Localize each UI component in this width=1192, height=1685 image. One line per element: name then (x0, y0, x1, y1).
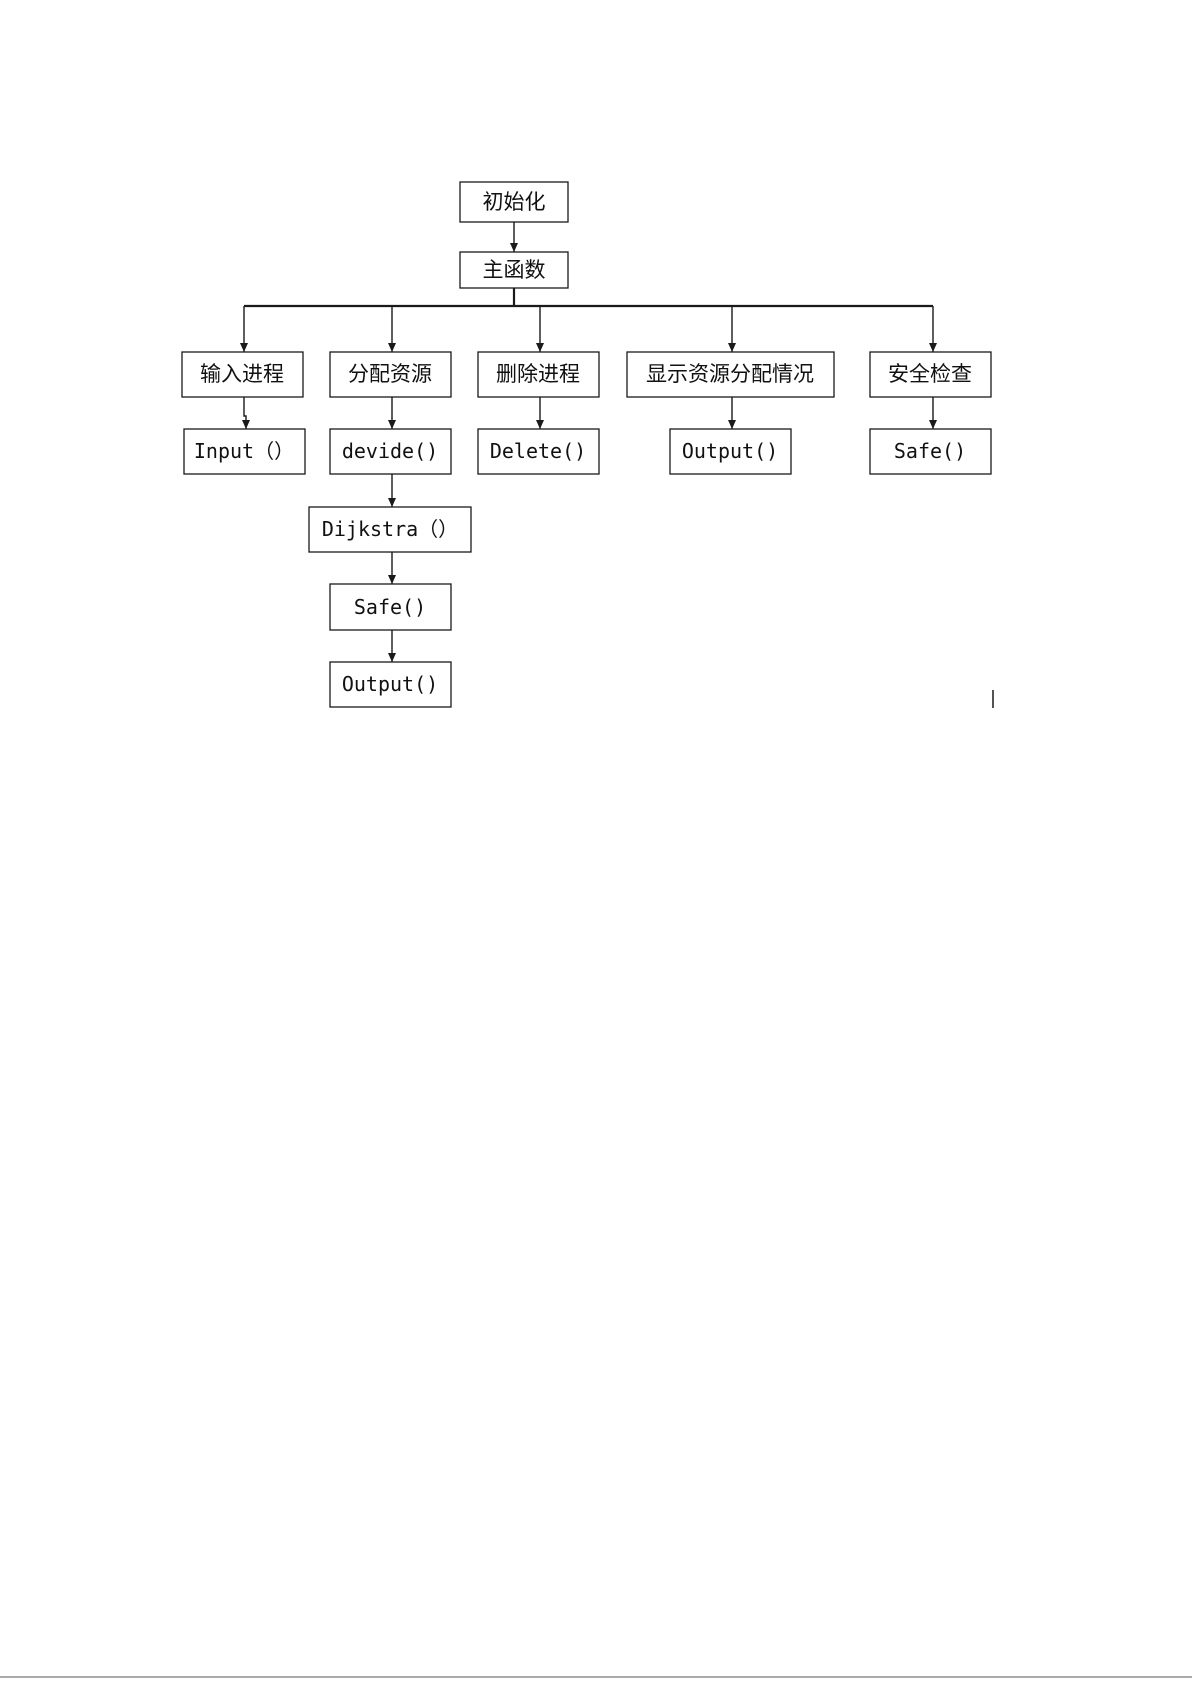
node-allocate-resource: 分配资源 (330, 352, 451, 397)
node-main-label: 主函数 (483, 258, 546, 282)
node-dijkstra-fn-label: Dijkstra（） (322, 517, 458, 541)
node-init: 初始化 (460, 182, 568, 222)
node-output-fn: Output() (670, 429, 791, 474)
node-safe-fn-2-label: Safe() (354, 595, 426, 619)
node-input-fn: Input（） (184, 429, 305, 474)
node-main: 主函数 (460, 252, 568, 288)
node-allocate-resource-label: 分配资源 (348, 362, 432, 386)
node-safety-check-label: 安全检查 (888, 362, 972, 386)
node-dijkstra-fn: Dijkstra（） (309, 507, 471, 552)
node-show-allocation-label: 显示资源分配情况 (646, 362, 814, 386)
node-input-process: 输入进程 (182, 352, 303, 397)
node-output-fn-2: Output() (330, 662, 451, 707)
node-output-fn-2-label: Output() (342, 672, 438, 696)
node-safe-fn: Safe() (870, 429, 991, 474)
node-delete-process: 删除进程 (478, 352, 599, 397)
node-show-allocation: 显示资源分配情况 (627, 352, 834, 397)
node-input-fn-label: Input（） (194, 439, 294, 463)
node-init-label: 初始化 (483, 190, 546, 214)
node-input-process-label: 输入进程 (200, 362, 284, 386)
edge-input-process-input-fn (244, 397, 246, 429)
node-delete-fn: Delete() (478, 429, 599, 474)
node-safe-fn-2: Safe() (330, 584, 451, 630)
node-output-fn-label: Output() (682, 439, 778, 463)
node-safe-fn-label: Safe() (894, 439, 966, 463)
node-delete-process-label: 删除进程 (496, 362, 580, 386)
node-delete-fn-label: Delete() (490, 439, 586, 463)
node-devide-fn-label: devide() (342, 439, 438, 463)
node-devide-fn: devide() (330, 429, 451, 474)
node-safety-check: 安全检查 (870, 352, 991, 397)
